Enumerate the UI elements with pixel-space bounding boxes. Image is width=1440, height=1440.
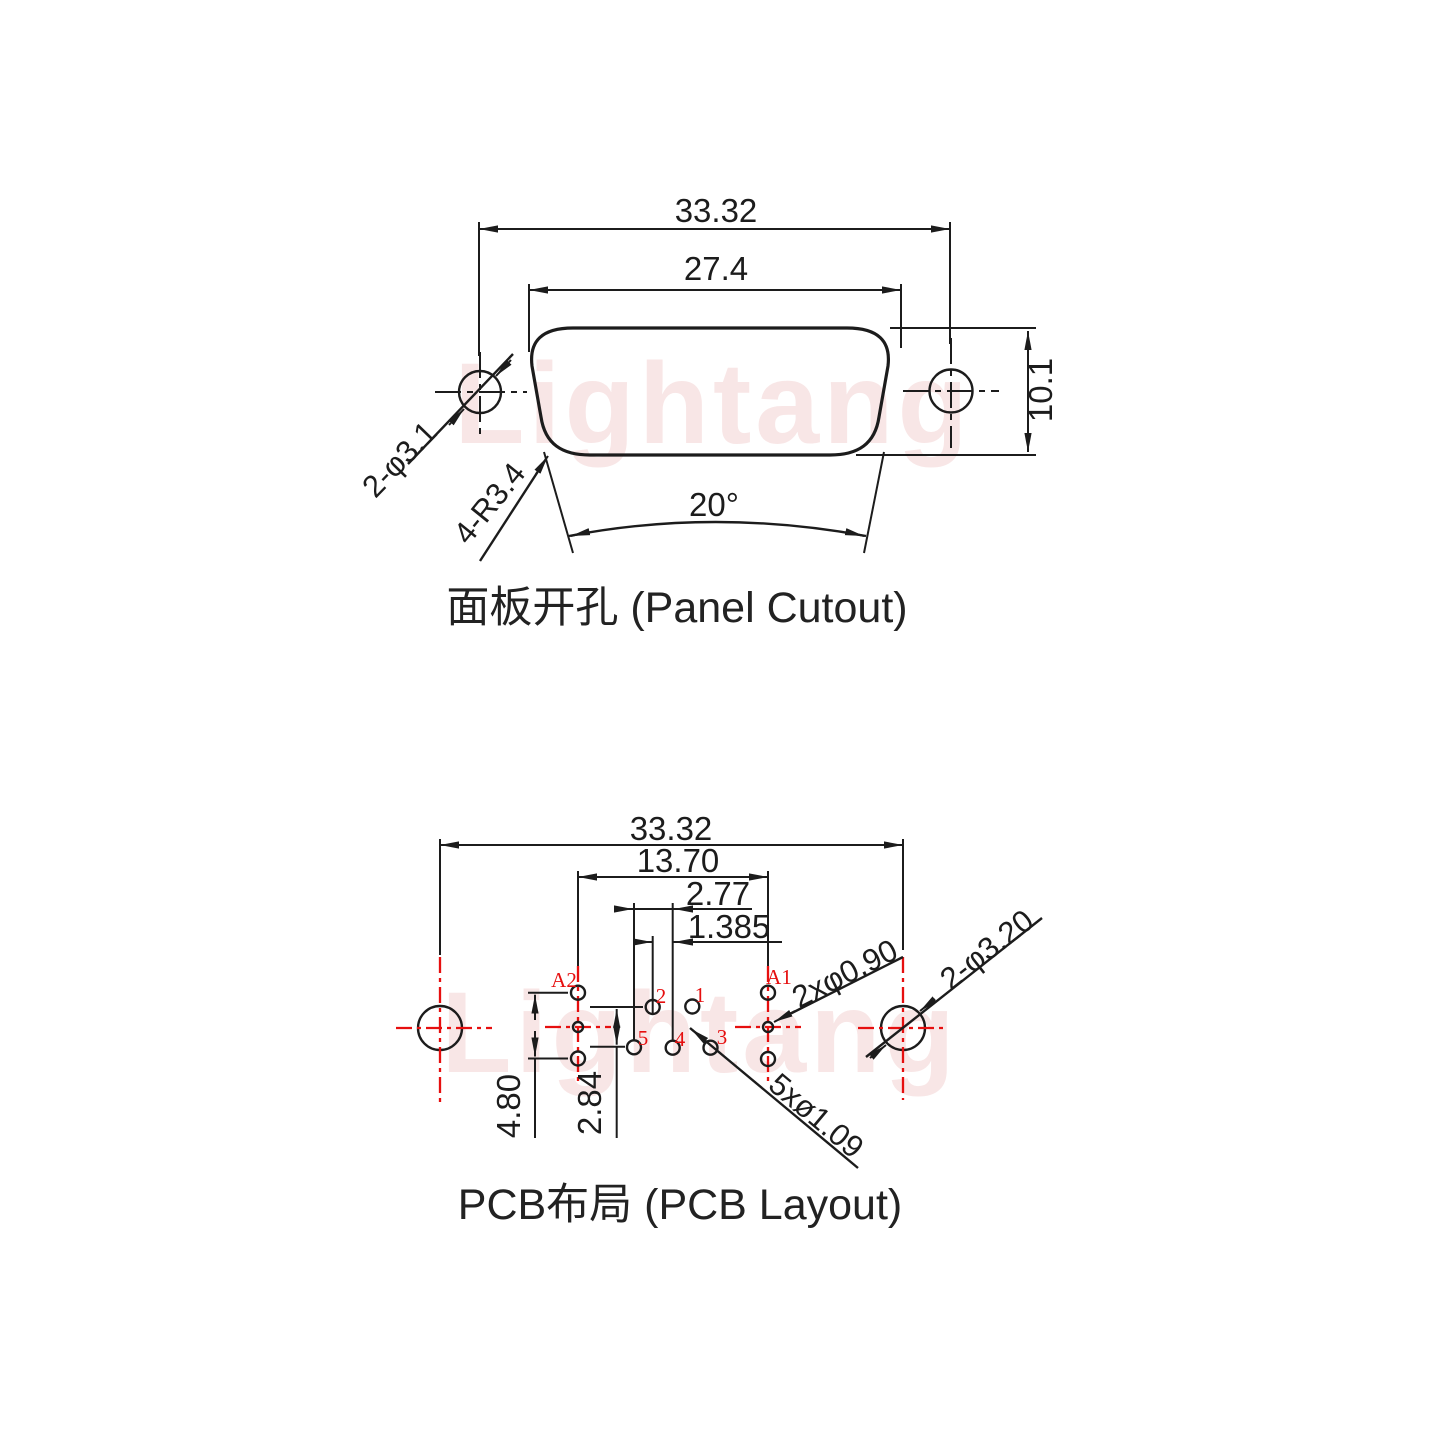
pin-label-4: 4 [675, 1027, 686, 1051]
panel-dim-inner: 27.4 [528, 250, 902, 352]
pcb-dim-pin-pitch: 2.77 [614, 875, 752, 1041]
label-4-r3-4: 4-R3.4 [447, 456, 533, 550]
panel-leader-corners: 4-R3.4 [447, 455, 549, 562]
dim-pcb-2-84: 2.84 [571, 1071, 608, 1135]
panel-title: 面板开孔 (Panel Cutout) [446, 584, 907, 632]
dim-panel-27-4: 27.4 [684, 250, 748, 287]
pin-hole-2 [644, 998, 661, 1016]
pin-hole-3 [702, 1039, 719, 1056]
coax-position-a1 [735, 966, 801, 1086]
dim-pcb-33-32: 33.32 [630, 810, 713, 847]
pin-hole-5 [625, 1039, 643, 1056]
pcb-dim-row-offset: 1.385 [633, 908, 782, 1013]
label-2-phi-3-1: 2-φ3.1 [355, 415, 443, 505]
pin-label-1: 1 [695, 983, 706, 1007]
dim-panel-33-32: 33.32 [675, 192, 758, 229]
dim-pcb-2-77: 2.77 [686, 875, 750, 912]
dim-panel-10-1: 10.1 [1022, 358, 1059, 422]
pcb-title: PCB布局 (PCB Layout) [458, 1181, 902, 1229]
pcb-dim-coax-span: 4.80 [490, 991, 568, 1138]
panel-dim-angle: 20° [543, 451, 885, 554]
panel-dim-outer: 33.32 [478, 192, 951, 356]
pcb-dim-outer: 33.32 [439, 810, 904, 955]
pin-label-3: 3 [717, 1025, 728, 1049]
dim-pcb-13-70: 13.70 [637, 842, 720, 879]
dim-panel-20deg: 20° [689, 486, 739, 523]
dsub-body-outline [529, 326, 891, 457]
pin-hole-4 [664, 1039, 681, 1056]
pcb-dim-row-gap: 2.84 [571, 1006, 643, 1138]
dim-pcb-4-80: 4.80 [490, 1074, 527, 1138]
pin-label-2: 2 [656, 984, 667, 1008]
label-2-phi-3-20: 2-φ3.20 [933, 903, 1040, 997]
pin-label-a2: A2 [551, 968, 577, 992]
coax-position-a2 [545, 966, 611, 1086]
dim-pcb-1-385: 1.385 [688, 908, 771, 945]
pin-label-5: 5 [638, 1026, 649, 1050]
pin-hole-1 [684, 998, 701, 1015]
pcb-dim-coax-pitch: 13.70 [577, 842, 769, 966]
panel-dim-height: 10.1 [856, 327, 1059, 456]
pin-label-a1: A1 [766, 965, 792, 989]
